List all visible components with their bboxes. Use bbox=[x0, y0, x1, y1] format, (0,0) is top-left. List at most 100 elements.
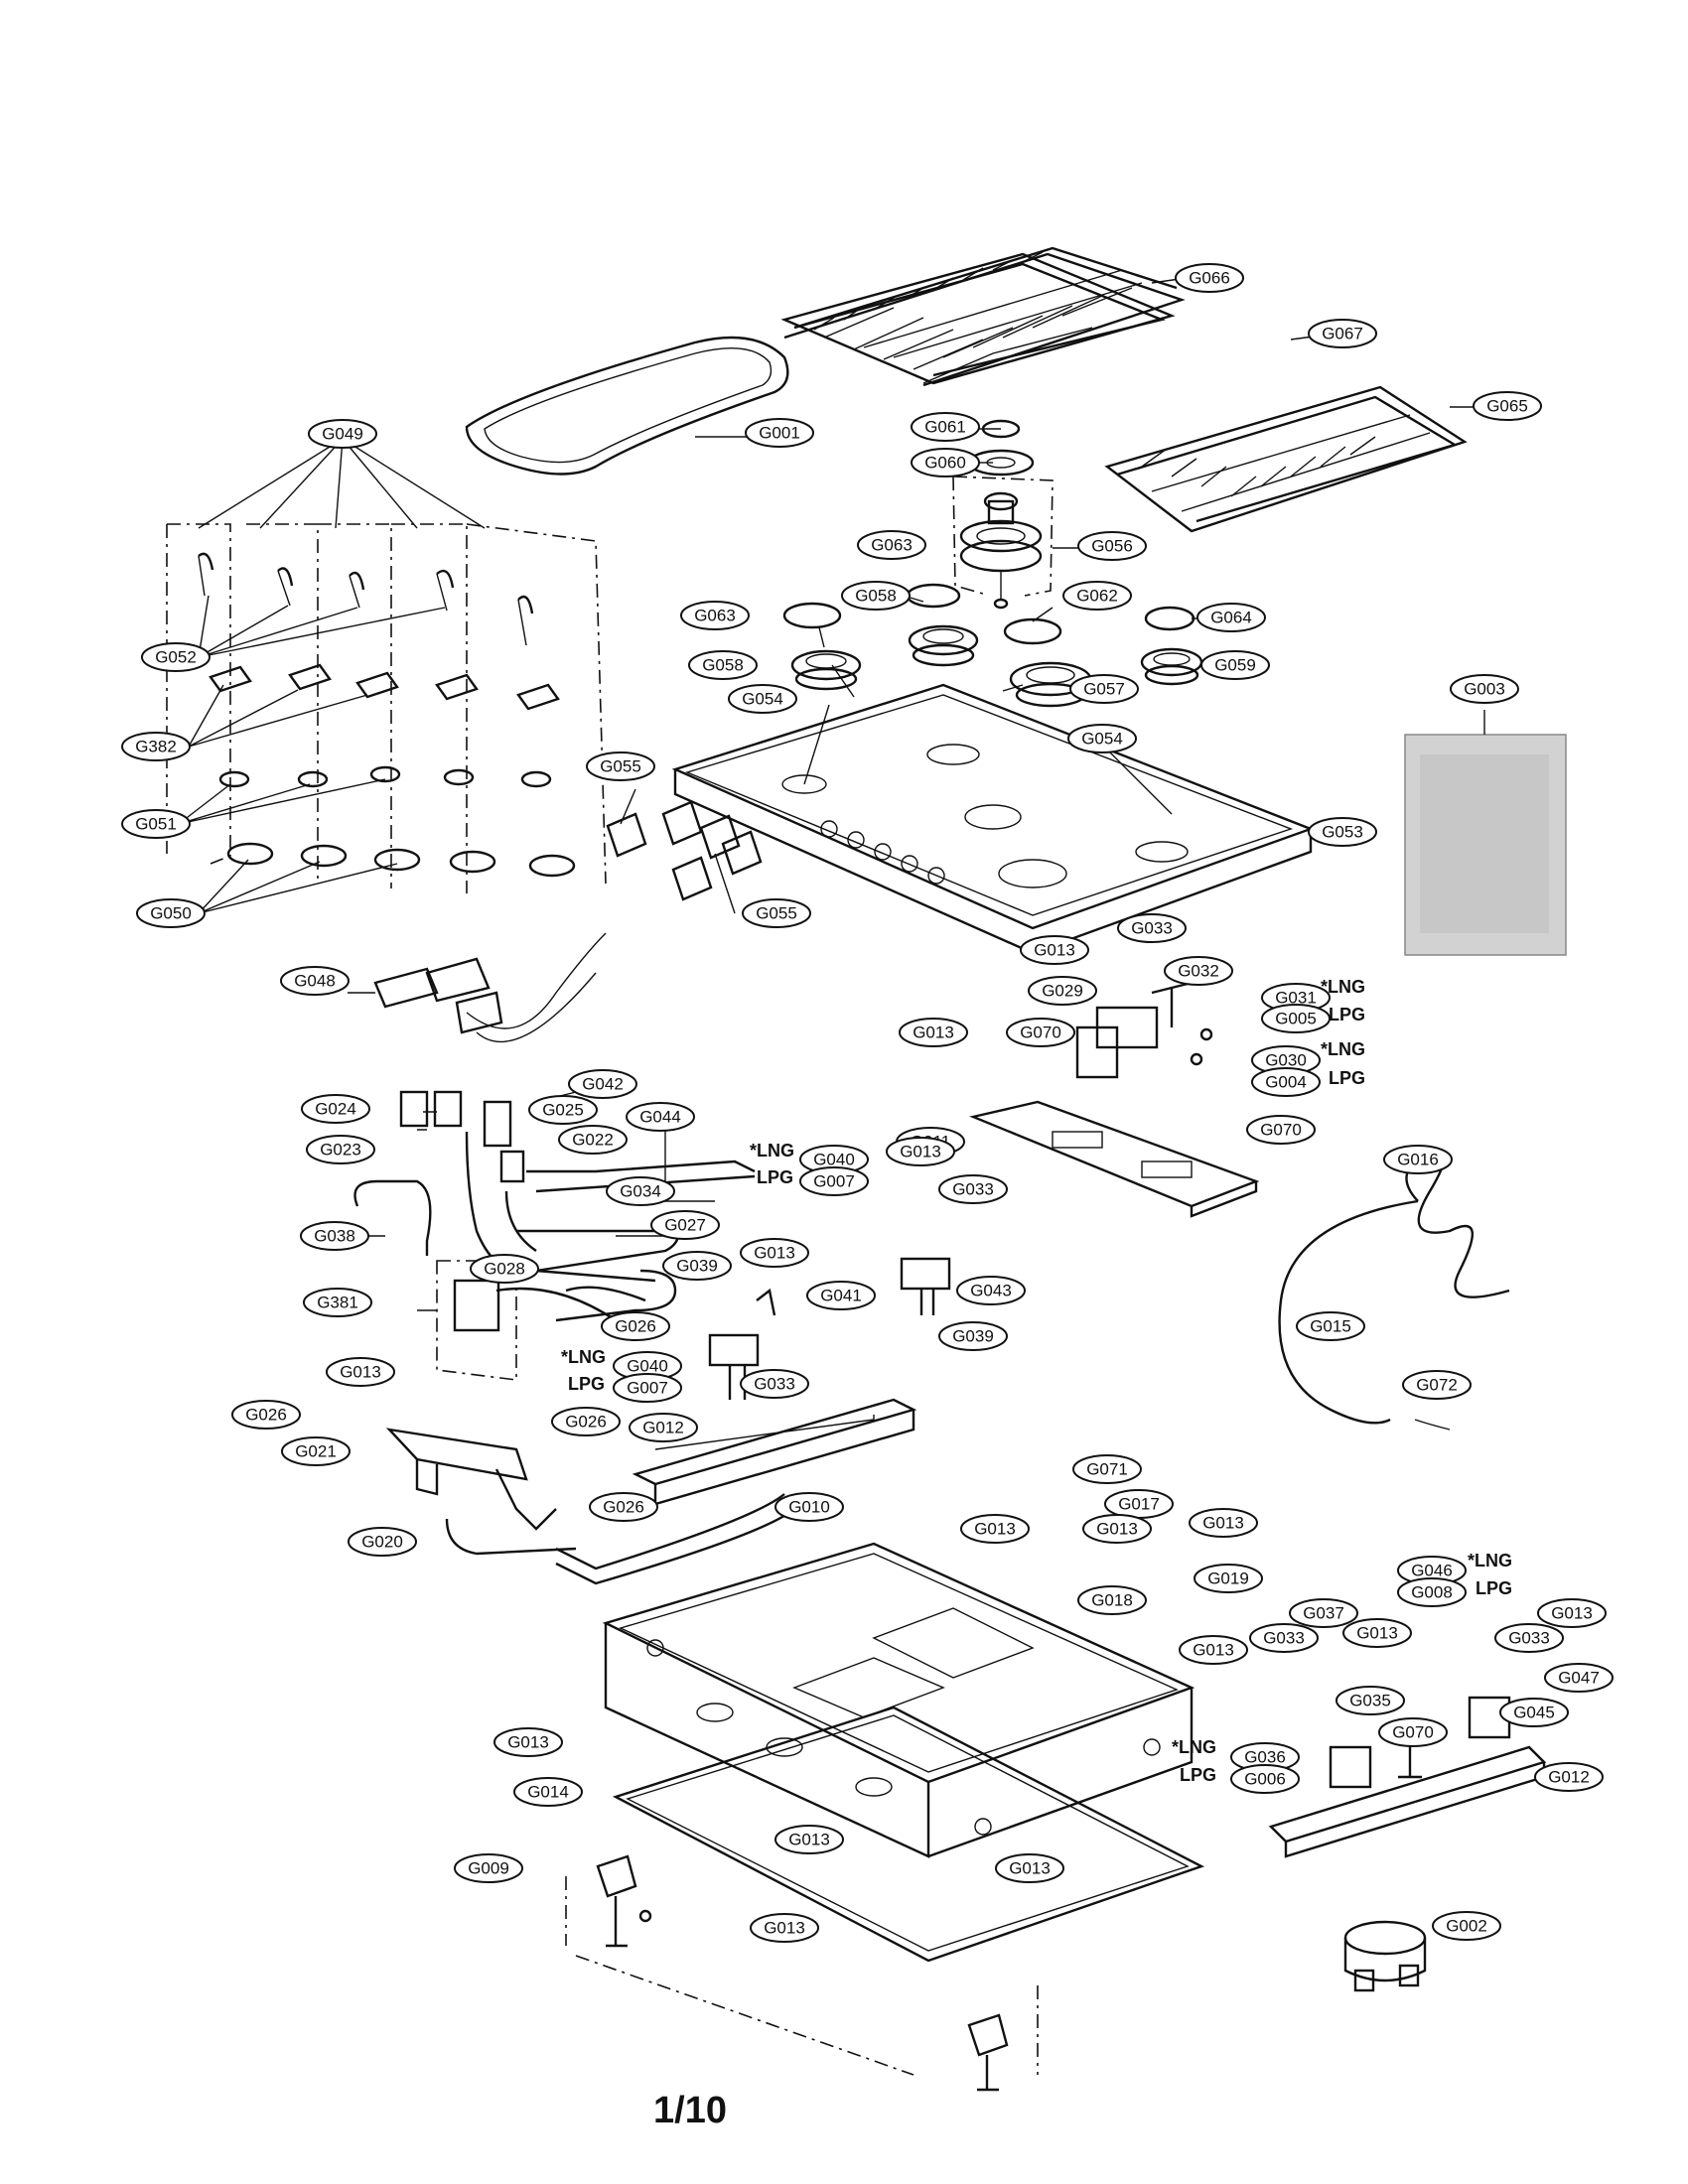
callout-g062: G062 bbox=[1062, 581, 1132, 611]
callout-g035: G035 bbox=[1336, 1686, 1405, 1715]
callout-g057: G057 bbox=[1069, 674, 1139, 704]
svg-text:G059: G059 bbox=[1214, 656, 1256, 675]
callout-g071: G071 bbox=[1072, 1454, 1142, 1484]
svg-text:G025: G025 bbox=[542, 1101, 584, 1120]
callout-g013-box-right: G013 bbox=[1189, 1508, 1258, 1538]
svg-text:G012: G012 bbox=[642, 1419, 684, 1437]
svg-text:G045: G045 bbox=[1513, 1704, 1555, 1722]
callout-g002: G002 bbox=[1432, 1911, 1501, 1941]
callout-g058-center: G058 bbox=[841, 581, 911, 611]
callout-g060: G060 bbox=[911, 448, 980, 478]
grate-right bbox=[1104, 385, 1468, 533]
callout-g019: G019 bbox=[1194, 1564, 1263, 1593]
svg-text:G013: G013 bbox=[1009, 1859, 1051, 1878]
pressure-regulator bbox=[1343, 1920, 1427, 1992]
svg-text:G033: G033 bbox=[952, 1180, 994, 1199]
svg-text:G037: G037 bbox=[1303, 1604, 1344, 1623]
svg-text:G016: G016 bbox=[1397, 1151, 1439, 1169]
callout-g036: G036 bbox=[1230, 1742, 1300, 1772]
callout-g049: G049 bbox=[308, 419, 377, 449]
callout-g063-center: G063 bbox=[857, 530, 926, 560]
svg-text:G066: G066 bbox=[1189, 269, 1230, 288]
note-lng-1: *LNG bbox=[1321, 977, 1365, 997]
callout-g009: G009 bbox=[454, 1853, 523, 1883]
callout-g070-top: G070 bbox=[1006, 1018, 1075, 1047]
svg-text:G033: G033 bbox=[1263, 1629, 1305, 1648]
callout-g013-mid: G013 bbox=[899, 1018, 968, 1047]
callout-g012-left: G012 bbox=[629, 1413, 698, 1442]
callout-g026-left: G026 bbox=[231, 1400, 301, 1430]
svg-text:G013: G013 bbox=[754, 1244, 795, 1263]
callout-g050: G050 bbox=[136, 898, 206, 928]
callout-g029: G029 bbox=[1028, 976, 1097, 1006]
gas-valves-mid bbox=[708, 1257, 951, 1400]
callout-g010: G010 bbox=[774, 1492, 844, 1522]
svg-text:G382: G382 bbox=[135, 738, 177, 756]
svg-text:G047: G047 bbox=[1558, 1669, 1600, 1688]
callout-g021: G021 bbox=[281, 1436, 351, 1466]
note-lpg-5: LPG bbox=[1476, 1578, 1512, 1598]
svg-text:G013: G013 bbox=[974, 1520, 1016, 1539]
note-lng-2: *LNG bbox=[1321, 1039, 1365, 1059]
svg-text:G042: G042 bbox=[582, 1075, 624, 1094]
svg-text:G012: G012 bbox=[1548, 1768, 1590, 1787]
callout-g024: G024 bbox=[301, 1094, 370, 1124]
callout-g020: G020 bbox=[348, 1527, 417, 1557]
callout-g045: G045 bbox=[1499, 1698, 1569, 1727]
callout-g014: G014 bbox=[513, 1777, 583, 1807]
note-lpg-6: LPG bbox=[1180, 1765, 1216, 1785]
svg-text:G013: G013 bbox=[1551, 1604, 1593, 1623]
callout-g026-lower: G026 bbox=[589, 1492, 658, 1522]
left-manifold bbox=[436, 1260, 646, 1381]
svg-text:G041: G041 bbox=[820, 1287, 862, 1305]
mounting-brackets bbox=[565, 1854, 1039, 2092]
svg-text:G026: G026 bbox=[603, 1498, 644, 1517]
instruction-sheet bbox=[1404, 734, 1567, 956]
callout-g041: G041 bbox=[806, 1281, 876, 1310]
front-manifold-bar bbox=[632, 1398, 917, 1506]
base-box bbox=[602, 1542, 1196, 1858]
callout-g034: G034 bbox=[606, 1176, 675, 1206]
callout-g003: G003 bbox=[1450, 674, 1519, 704]
callout-g013-base-left: G013 bbox=[493, 1727, 563, 1757]
callout-g039-left: G039 bbox=[662, 1251, 732, 1281]
callout-g070-bottom: G070 bbox=[1378, 1717, 1448, 1747]
griddle-plate bbox=[465, 336, 789, 476]
callout-g013-upper: G013 bbox=[886, 1137, 955, 1166]
callout-g033-mid: G033 bbox=[938, 1174, 1008, 1204]
callout-g016: G016 bbox=[1383, 1145, 1453, 1174]
callout-g013-right-top: G013 bbox=[1537, 1598, 1607, 1628]
note-lng-6: *LNG bbox=[1172, 1737, 1216, 1757]
note-lng-5: *LNG bbox=[1468, 1551, 1512, 1570]
callout-g064: G064 bbox=[1196, 603, 1266, 632]
svg-text:G070: G070 bbox=[1392, 1723, 1434, 1742]
svg-text:G032: G032 bbox=[1178, 962, 1219, 981]
callout-g032: G032 bbox=[1164, 956, 1233, 986]
svg-text:G026: G026 bbox=[615, 1317, 656, 1336]
callout-g017: G017 bbox=[1104, 1489, 1174, 1519]
svg-text:G013: G013 bbox=[340, 1363, 381, 1382]
callout-g072: G072 bbox=[1402, 1370, 1472, 1400]
callout-g056: G056 bbox=[1077, 531, 1147, 561]
svg-text:G033: G033 bbox=[1508, 1629, 1550, 1648]
callout-g065: G065 bbox=[1473, 391, 1542, 421]
svg-text:G013: G013 bbox=[507, 1733, 549, 1752]
svg-text:G036: G036 bbox=[1244, 1748, 1286, 1767]
svg-text:G040: G040 bbox=[627, 1357, 668, 1376]
svg-text:G035: G035 bbox=[1349, 1692, 1391, 1710]
callout-g054-right: G054 bbox=[1067, 724, 1137, 753]
svg-text:G026: G026 bbox=[565, 1413, 607, 1432]
svg-text:G013: G013 bbox=[1193, 1641, 1234, 1660]
svg-text:G015: G015 bbox=[1310, 1317, 1351, 1336]
svg-text:G013: G013 bbox=[913, 1024, 954, 1042]
svg-text:G019: G019 bbox=[1207, 1570, 1249, 1588]
center-burner-stack bbox=[952, 419, 1054, 610]
callout-g007-top: G007 bbox=[799, 1166, 869, 1196]
svg-text:G026: G026 bbox=[245, 1406, 287, 1425]
svg-text:G014: G014 bbox=[527, 1783, 569, 1802]
svg-text:G071: G071 bbox=[1086, 1460, 1128, 1479]
callout-g027: G027 bbox=[650, 1210, 720, 1240]
spark-module bbox=[373, 932, 607, 1042]
callout-g004: G004 bbox=[1251, 1067, 1321, 1097]
svg-text:G070: G070 bbox=[1020, 1024, 1061, 1042]
